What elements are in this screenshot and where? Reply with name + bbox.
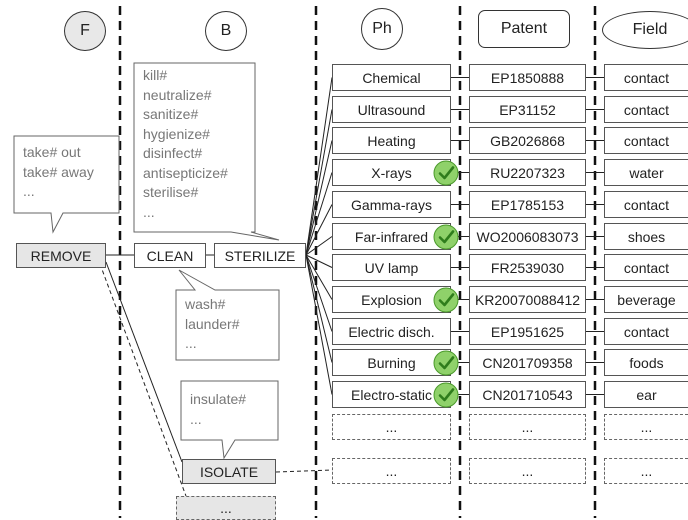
field-box[interactable]: beverage [604, 286, 688, 313]
patent-box[interactable]: CN201710543 [469, 381, 586, 408]
checkmark-icon [433, 160, 459, 186]
patent-box[interactable]: EP1850888 [469, 64, 586, 91]
synonym: ... [185, 335, 197, 351]
fan-connector [305, 204, 333, 256]
callout-shape [133, 62, 280, 241]
field-box[interactable]: contact [604, 191, 688, 218]
field-box[interactable]: shoes [604, 223, 688, 250]
more-behavior-box: ... [176, 496, 276, 520]
fan-connector [305, 254, 333, 332]
callout-shape [175, 269, 280, 361]
field-box[interactable]: ear [604, 381, 688, 408]
clean-synonyms-callout: wash# launder# ... [175, 268, 285, 362]
physical-effect-box[interactable]: Burning [332, 349, 451, 376]
field-box[interactable]: contact [604, 254, 688, 281]
field-placeholder: ... [604, 458, 688, 484]
ph-placeholder: ... [332, 458, 451, 484]
isolate-synonyms-callout: insulate# ... [180, 380, 285, 460]
fan-connector [305, 140, 333, 256]
checkmark-icon [433, 224, 459, 250]
patent-box[interactable]: GB2026868 [469, 127, 586, 154]
physical-effect-box[interactable]: Far-infrared [332, 223, 451, 250]
physical-effect-box[interactable]: Gamma-rays [332, 191, 451, 218]
synonym: disinfect# [143, 145, 203, 161]
fan-connector [305, 77, 333, 256]
patent-box[interactable]: EP1785153 [469, 191, 586, 218]
column-header-patent: Patent [478, 10, 570, 48]
callout-shape [13, 135, 120, 234]
patent-box[interactable]: RU2207323 [469, 159, 586, 186]
checkmark-icon [433, 350, 459, 376]
synonym: take# out [23, 144, 81, 160]
synonym: hygienize# [143, 125, 210, 142]
checkmark-icon [433, 382, 459, 408]
synonym: kill# [143, 67, 168, 83]
synonym: antisepticize# [143, 164, 228, 181]
synonym: ... [190, 410, 202, 427]
synonym: neutralize# [143, 86, 212, 103]
fan-connector [305, 254, 333, 395]
synonym: launder# [185, 315, 240, 332]
fan-connector [305, 254, 333, 363]
physical-effect-box[interactable]: Explosion [332, 286, 451, 313]
fan-connector [305, 236, 333, 256]
field-box[interactable]: contact [604, 64, 688, 91]
field-box[interactable]: contact [604, 318, 688, 345]
patent-box[interactable]: EP1951625 [469, 318, 586, 345]
synonym: wash# [185, 296, 226, 312]
synonym: sterilise# [143, 184, 199, 200]
physical-effect-box[interactable]: UV lamp [332, 254, 451, 281]
patent-box[interactable]: WO2006083073 [469, 223, 586, 250]
physical-effect-box[interactable]: Electro-static [332, 381, 451, 408]
column-header-f: F [64, 11, 106, 51]
callout-text: insulate# ... [180, 380, 246, 429]
column-header-field: Field [602, 11, 688, 49]
patent-box[interactable]: CN201709358 [469, 349, 586, 376]
physical-effect-box[interactable]: Chemical [332, 64, 451, 91]
field-box[interactable]: water [604, 159, 688, 186]
fan-connector [305, 172, 333, 256]
callout-text: kill# neutralize# sanitize# hygienize# d… [133, 62, 228, 222]
synonym: sanitize# [143, 106, 199, 122]
clean-box[interactable]: CLEAN [134, 243, 206, 268]
ph-placeholder: ... [332, 414, 451, 440]
fan-connector [305, 109, 333, 256]
callout-shape [180, 380, 279, 460]
patent-box[interactable]: FR2539030 [469, 254, 586, 281]
field-box[interactable]: contact [604, 96, 688, 123]
patent-box[interactable]: EP31152 [469, 96, 586, 123]
remove-synonyms-callout: take# out take# away ... [13, 135, 123, 235]
physical-effect-box[interactable]: Heating [332, 127, 451, 154]
synonym: ... [143, 203, 155, 220]
synonym: ... [23, 183, 35, 199]
synonym: take# away [23, 163, 94, 180]
patent-placeholder: ... [469, 414, 586, 440]
isolate-box[interactable]: ISOLATE [182, 459, 276, 484]
callout-text: take# out take# away ... [13, 135, 94, 202]
fan-connector [305, 254, 333, 300]
sterilize-box[interactable]: STERILIZE [214, 243, 306, 268]
physical-effect-box[interactable]: X-rays [332, 159, 451, 186]
physical-effect-box[interactable]: Electric disch. [332, 318, 451, 345]
remove-box[interactable]: REMOVE [16, 243, 106, 268]
column-header-ph: Ph [361, 8, 403, 50]
sterilize-synonyms-callout: kill# neutralize# sanitize# hygienize# d… [133, 62, 283, 242]
field-box[interactable]: foods [604, 349, 688, 376]
patent-placeholder: ... [469, 458, 586, 484]
checkmark-icon [433, 287, 459, 313]
patent-box[interactable]: KR20070088412 [469, 286, 586, 313]
physical-effect-box[interactable]: Ultrasound [332, 96, 451, 123]
column-header-b: B [205, 11, 247, 51]
callout-text: wash# launder# ... [175, 268, 240, 354]
field-box[interactable]: contact [604, 127, 688, 154]
field-placeholder: ... [604, 414, 688, 440]
synonym: insulate# [190, 391, 247, 407]
fan-connector [305, 254, 333, 268]
